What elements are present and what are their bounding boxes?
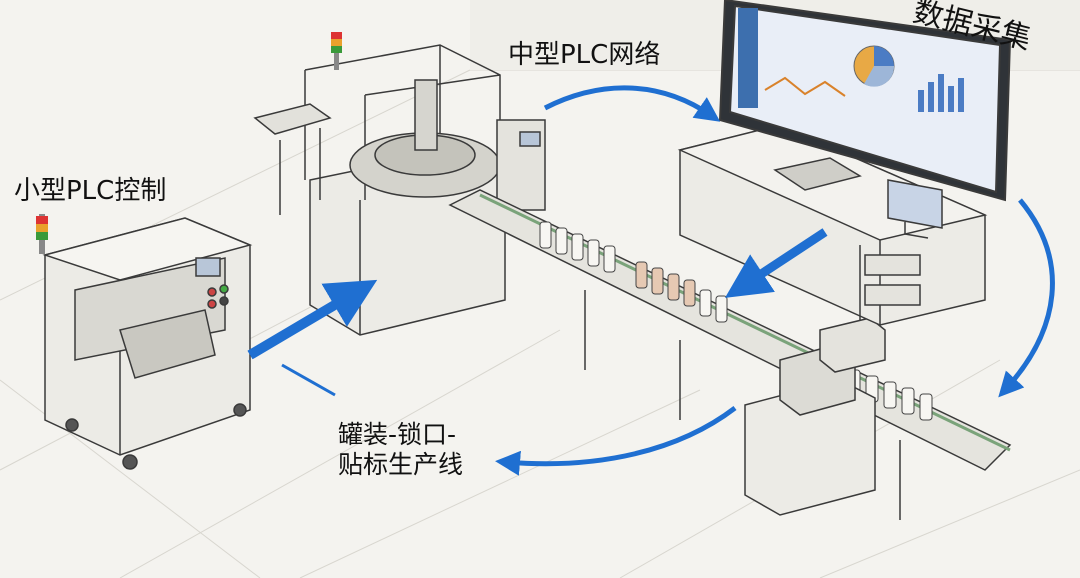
production-line-label: 罐装-锁口- 贴标生产线: [338, 420, 463, 480]
signal-tower-icon: [36, 214, 48, 254]
bar-chart-icon: [918, 74, 964, 112]
infeed-conveyor: [253, 103, 332, 215]
mid-plc-label: 中型PLC网络: [508, 40, 661, 70]
production-line-label-1: 罐装-锁口-: [338, 420, 457, 449]
small-plc-label: 小型PLC控制: [14, 176, 167, 206]
small-monitor: [887, 179, 943, 239]
bottle-row: [539, 221, 933, 421]
production-line-label-2: 贴标生产线: [338, 450, 464, 479]
small-plc-machine: [42, 217, 253, 470]
arrow-icon: [247, 85, 1055, 476]
pie-chart-icon: [853, 45, 895, 87]
filling-machine: [304, 44, 546, 336]
labeling-machine: [744, 317, 886, 516]
signal-tower-icon: [331, 32, 342, 70]
large-monitor: [718, 0, 1012, 202]
line-chart: [764, 76, 846, 97]
